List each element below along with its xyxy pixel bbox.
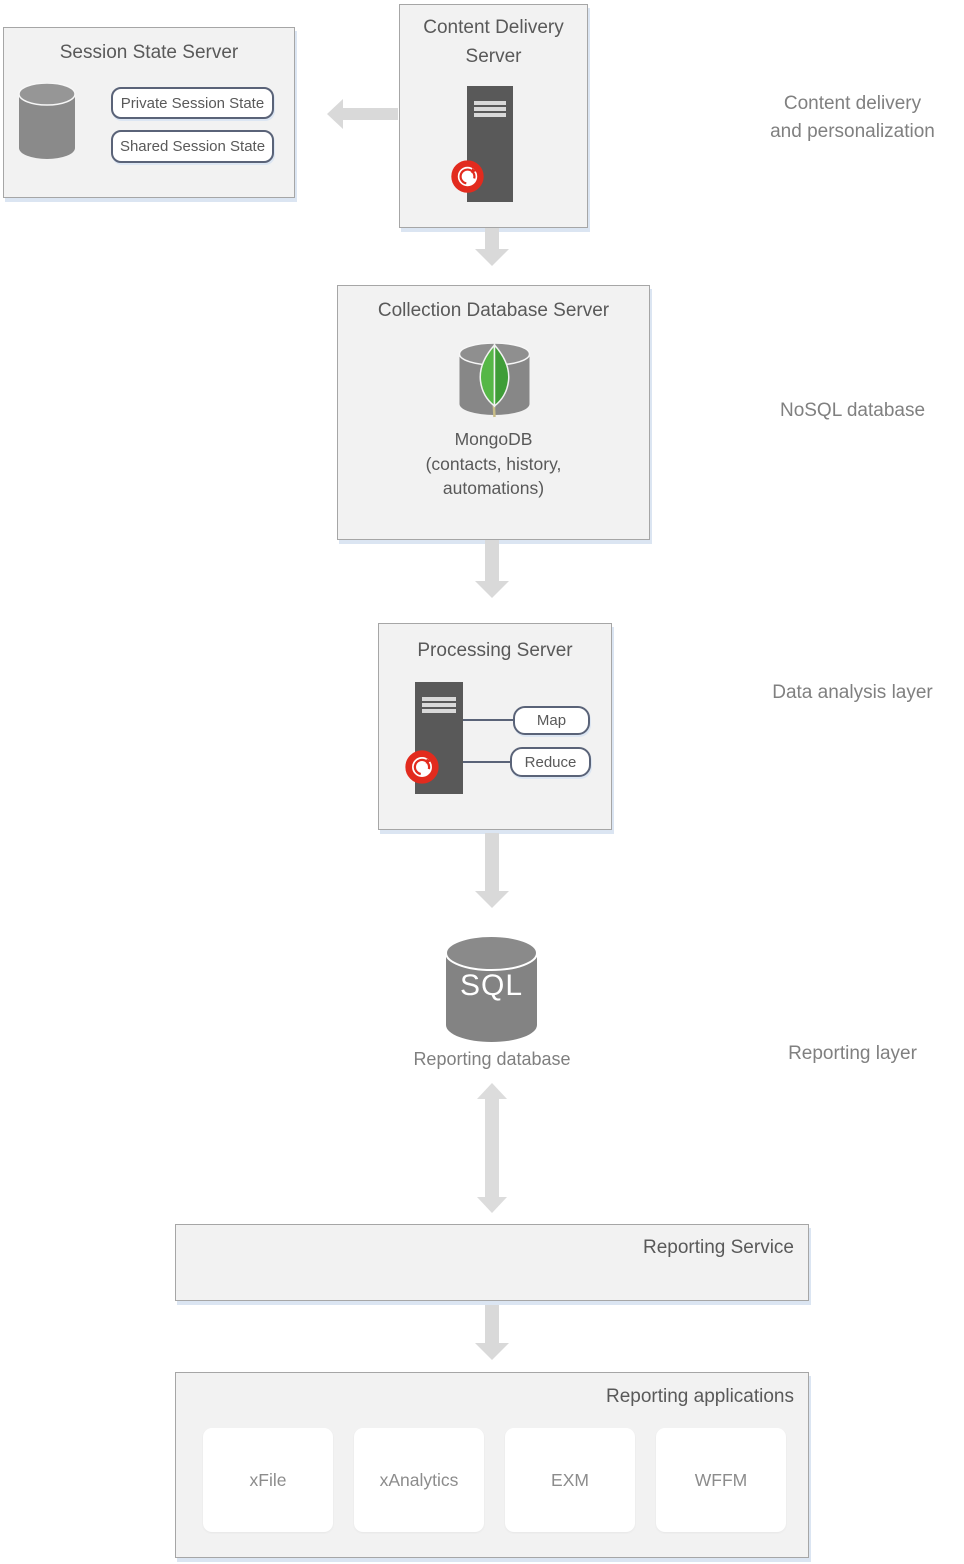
layer-label-nosql: NoSQL database: [779, 400, 926, 421]
server-vent-stripe: [422, 703, 456, 707]
mongodb-caption: MongoDB (contacts, history, automations): [338, 427, 649, 501]
content-delivery-server-title: Content Delivery Server: [400, 13, 587, 71]
content-delivery-server-title-line2: Server: [465, 46, 522, 67]
private-session-state-node: Private Session State: [111, 87, 274, 119]
reduce-label: Reduce: [524, 753, 577, 771]
arrow-down-icon: [475, 540, 509, 598]
arrow-updown-icon: [477, 1083, 507, 1213]
processing-server-box: Processing Server Map Reduce: [378, 623, 612, 830]
server-vent-stripe: [422, 709, 456, 713]
server-vent-stripe: [422, 697, 456, 701]
map-node: Map: [513, 706, 590, 735]
layer-label-content-delivery-line2: and personalization: [770, 121, 935, 142]
map-connector-line: [463, 719, 513, 721]
content-delivery-server-box: Content Delivery Server: [399, 4, 588, 228]
mongodb-caption-line1: MongoDB: [454, 429, 533, 449]
xfile-label: xFile: [249, 1469, 287, 1490]
arrow-down-icon: [475, 1305, 509, 1360]
reporting-applications-title: Reporting applications: [605, 1386, 794, 1407]
app-card-xanalytics: xAnalytics: [354, 1428, 484, 1532]
layer-label-content-delivery-line1: Content delivery: [783, 93, 922, 114]
reduce-connector-line: [463, 761, 510, 763]
mongodb-icon: [458, 343, 531, 418]
private-session-state-label: Private Session State: [120, 94, 265, 112]
mongodb-caption-line3: automations): [442, 478, 545, 498]
mongodb-caption-line2: (contacts, history,: [425, 453, 562, 474]
exm-label: EXM: [551, 1469, 589, 1490]
shared-session-state-label: Shared Session State: [119, 138, 266, 155]
database-cylinder-icon: [18, 83, 76, 159]
arrow-down-icon: [475, 833, 509, 908]
layer-label-content-delivery: Content delivery and personalization: [745, 90, 960, 146]
collection-database-server-box: Collection Database Server MongoDB (cont…: [337, 285, 650, 540]
server-vent-stripe: [474, 101, 506, 105]
reduce-node: Reduce: [510, 747, 591, 777]
app-card-wffm: WFFM: [656, 1428, 786, 1532]
map-label: Map: [536, 712, 567, 729]
layer-label-reporting: Reporting layer: [788, 1043, 917, 1064]
wffm-label: WFFM: [694, 1469, 748, 1490]
sql-database-icon: [445, 936, 538, 1042]
shared-session-state-node: Shared Session State: [111, 130, 274, 163]
app-card-xfile: xFile: [203, 1428, 333, 1532]
xanalytics-label: xAnalytics: [379, 1469, 459, 1490]
layer-label-data-analysis: Data analysis layer: [772, 682, 933, 703]
arrow-left-icon: [327, 99, 398, 129]
sitecore-logo-icon: [405, 750, 439, 784]
session-state-server-title: Session State Server: [59, 42, 239, 63]
arrow-down-icon: [475, 228, 509, 266]
server-vent-stripe: [474, 113, 506, 117]
processing-server-title: Processing Server: [417, 640, 573, 661]
collection-database-server-title: Collection Database Server: [377, 300, 610, 321]
content-delivery-server-title-line1: Content Delivery: [423, 17, 564, 38]
sql-cylinder-label: SQL: [459, 969, 524, 1002]
reporting-service-title: Reporting Service: [642, 1237, 794, 1258]
reporting-service-box: Reporting Service: [175, 1224, 809, 1301]
reporting-applications-box: Reporting applications xFile xAnalytics …: [175, 1372, 809, 1558]
reporting-database-caption: Reporting database: [413, 1049, 571, 1069]
session-state-server-box: Session State Server Private Session Sta…: [3, 27, 295, 198]
sitecore-logo-icon: [451, 160, 484, 193]
app-card-exm: EXM: [505, 1428, 635, 1532]
server-vent-stripe: [474, 107, 506, 111]
